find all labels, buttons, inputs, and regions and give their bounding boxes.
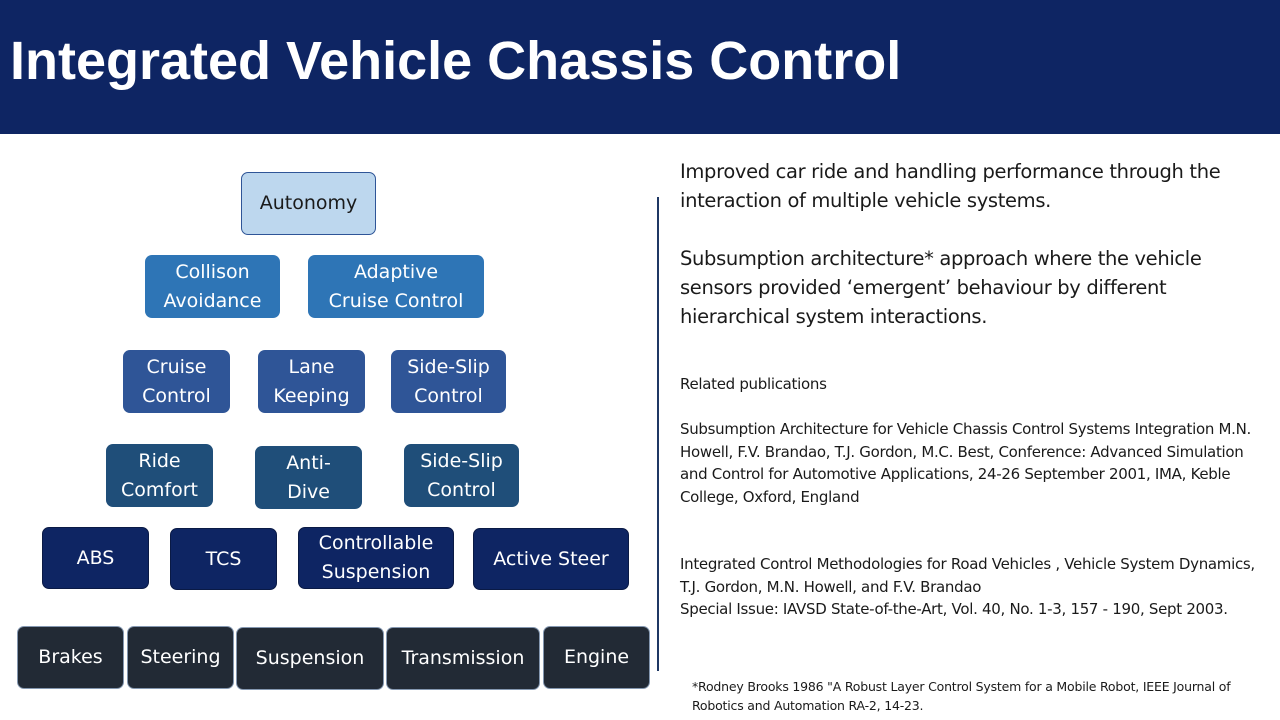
node-active-steer: Active Steer <box>473 528 629 590</box>
node-tcs: TCS <box>170 528 277 590</box>
node-cruise-control: Cruise Control <box>123 350 230 413</box>
node-adaptive-cruise-control: Adaptive Cruise Control <box>308 255 484 318</box>
node-transmission: Transmission <box>386 627 540 690</box>
node-engine: Engine <box>543 626 650 689</box>
node-collision-avoidance: Collison Avoidance <box>145 255 280 318</box>
node-controllable-suspension: Controllable Suspension <box>298 527 454 589</box>
paragraph-improved-handling: Improved car ride and handling performan… <box>680 160 1221 212</box>
node-ride-comfort: Ride Comfort <box>106 444 213 507</box>
node-anti-dive: Anti- Dive <box>255 446 362 509</box>
title-bar: Integrated Vehicle Chassis Control <box>0 0 1280 134</box>
publication-2-issue: Special Issue: IAVSD State-of-the-Art, V… <box>680 600 1228 618</box>
publication-1: Subsumption Architecture for Vehicle Cha… <box>680 420 1251 506</box>
node-abs: ABS <box>42 527 149 589</box>
paragraph-subsumption: Subsumption architecture* approach where… <box>680 247 1202 328</box>
slide-title: Integrated Vehicle Chassis Control <box>10 31 902 91</box>
node-autonomy: Autonomy <box>241 172 376 235</box>
node-lane-keeping: Lane Keeping <box>258 350 365 413</box>
node-suspension: Suspension <box>236 627 384 690</box>
footnote: *Rodney Brooks 1986 "A Robust Layer Cont… <box>692 679 1231 713</box>
vertical-divider <box>657 197 659 671</box>
publication-2: Integrated Control Methodologies for Roa… <box>680 553 1270 621</box>
node-side-slip-control-lower: Side-Slip Control <box>404 444 519 507</box>
publication-2-citation: Integrated Control Methodologies for Roa… <box>680 555 1255 596</box>
node-side-slip-control-upper: Side-Slip Control <box>391 350 506 413</box>
node-brakes: Brakes <box>17 626 124 689</box>
node-steering: Steering <box>127 626 234 689</box>
related-publications-heading: Related publications <box>680 375 827 393</box>
